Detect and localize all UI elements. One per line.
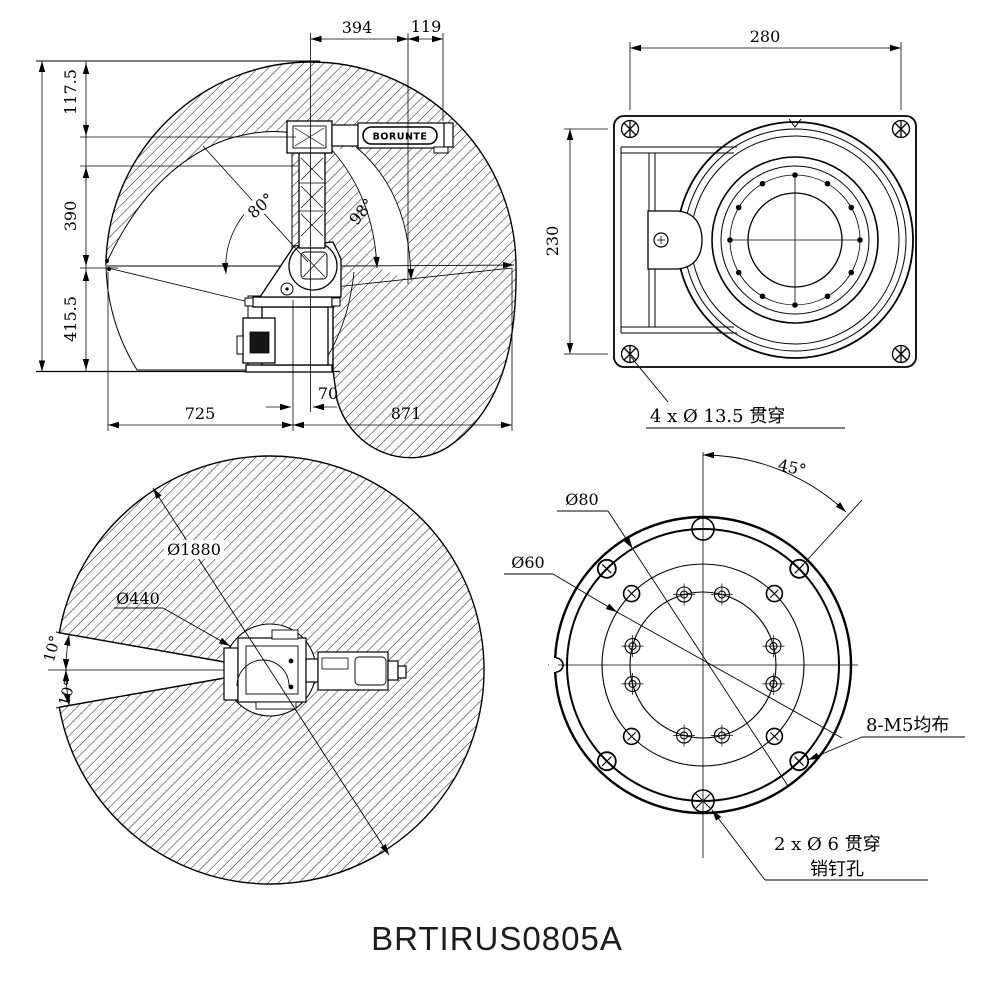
tapped-holes-ring bbox=[621, 583, 785, 747]
dim-70: 70 bbox=[318, 384, 338, 403]
side-lug bbox=[647, 210, 703, 270]
dim-415-5: 415.5 bbox=[61, 296, 80, 342]
robot-side-figure: BORUNTE bbox=[236, 120, 454, 373]
dim-o80: Ø80 bbox=[565, 490, 598, 509]
base-plate bbox=[613, 115, 917, 368]
dim-390: 390 bbox=[61, 201, 80, 232]
corner-screws bbox=[620, 119, 911, 364]
dim-117-5: 117.5 bbox=[61, 69, 80, 115]
angle-10-lower: 10° bbox=[55, 678, 79, 708]
dim-725: 725 bbox=[185, 404, 216, 423]
angle-10-upper: 10° bbox=[40, 634, 64, 664]
pin-note-line2: 销钉孔 bbox=[810, 859, 864, 880]
dim-230: 230 bbox=[543, 226, 562, 257]
m5-note: 8-M5均布 bbox=[866, 715, 949, 736]
dim-119: 119 bbox=[411, 17, 442, 36]
wrist-end bbox=[443, 122, 454, 148]
pin-holes bbox=[691, 517, 715, 813]
dim-440: Ø440 bbox=[116, 589, 160, 608]
dim-1880: Ø1880 bbox=[167, 540, 221, 559]
pin-note-line1: 2 x Ø 6 贯穿 bbox=[774, 834, 881, 855]
lower-arm-column bbox=[298, 149, 326, 249]
flange-dimensions bbox=[504, 451, 965, 881]
dim-871: 871 bbox=[391, 404, 422, 423]
base-top-view: 280 230 4 x Ø 13.5 贯穿 bbox=[543, 27, 917, 429]
bolt-dots bbox=[727, 172, 863, 308]
dim-394: 394 bbox=[342, 18, 373, 37]
drawing-title: BRTIRUS0805A bbox=[371, 920, 623, 957]
flange-view: Ø80 Ø60 45° 8-M5均布 2 x Ø 6 贯穿 销钉孔 bbox=[504, 451, 965, 881]
base-hole-note: 4 x Ø 13.5 贯穿 bbox=[650, 406, 785, 427]
side-dimensions bbox=[38, 33, 513, 431]
base-dimensions bbox=[564, 42, 902, 429]
side-view: BORUNTE bbox=[36, 17, 517, 473]
angle-45: 45° bbox=[776, 455, 808, 479]
dim-o60: Ø60 bbox=[511, 553, 544, 572]
m5-holes-inner bbox=[622, 584, 784, 746]
arm-logo-text: BORUNTE bbox=[373, 132, 428, 143]
dim-280: 280 bbox=[750, 27, 781, 46]
workspace-top-view: Ø1880 Ø440 10° 10° bbox=[40, 455, 485, 885]
side-envelope-inner-white bbox=[105, 131, 293, 371]
